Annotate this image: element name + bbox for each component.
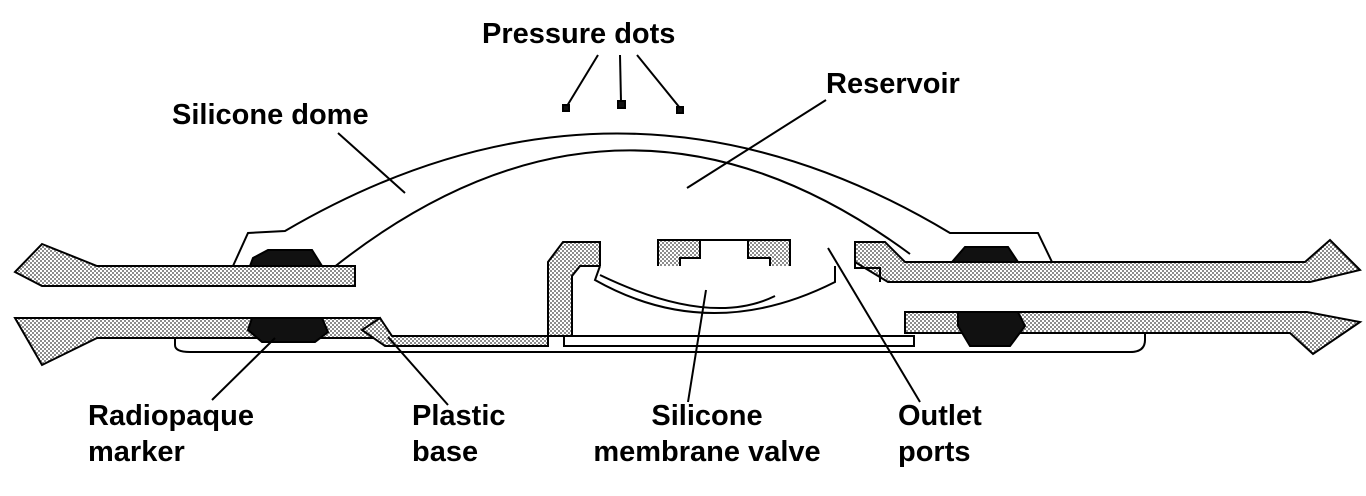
silicone-membrane	[593, 265, 836, 314]
label-radiopaque-marker: Radiopaque marker	[88, 398, 254, 470]
leader-radiopaque-marker	[211, 337, 276, 401]
radiopaque-marker-upper-right	[949, 246, 1020, 263]
leader-pressure-dot-center	[619, 54, 622, 103]
label-plastic-base-line-1: Plastic	[412, 400, 506, 432]
radiopaque-marker-lower-right	[957, 311, 1027, 347]
pressure-dot-center	[617, 100, 626, 109]
label-silicone-dome-text: Silicone dome	[172, 99, 369, 131]
radiopaque-marker-upper-left	[248, 249, 324, 267]
plastic-base-floor	[360, 316, 549, 347]
silicone-dome-outer	[232, 132, 1053, 267]
radiopaque-marker-lower-left	[246, 317, 330, 343]
label-radiopaque-line-1: Radiopaque	[88, 400, 254, 432]
label-plastic-base-line-2: base	[412, 436, 479, 468]
label-silicone-dome: Silicone dome	[172, 97, 369, 133]
label-membrane-line-2: membrane valve	[593, 436, 821, 468]
valve-floor-plate	[563, 335, 915, 347]
leader-membrane-valve	[687, 289, 707, 403]
leader-pressure-dot-left	[566, 54, 599, 107]
label-silicone-membrane-valve: Silicone membrane valve	[578, 398, 836, 470]
leader-pressure-dot-right	[636, 54, 681, 109]
label-membrane-line-1: Silicone	[651, 400, 763, 432]
leader-plastic-base	[387, 336, 449, 406]
label-outlet-line-2: ports	[898, 436, 971, 468]
label-pressure-dots: Pressure dots	[482, 16, 675, 52]
label-outlet-line-1: Outlet	[898, 400, 982, 432]
valve-housing-right	[854, 242, 881, 282]
label-radiopaque-line-2: marker	[88, 436, 185, 468]
label-reservoir-text: Reservoir	[826, 68, 960, 100]
right-catheter-top-wall	[854, 238, 1362, 283]
leader-reservoir	[686, 99, 827, 189]
label-outlet-ports: Outlet ports	[898, 398, 982, 470]
label-pressure-dots-text: Pressure dots	[482, 18, 676, 50]
silicone-membrane-inner	[599, 274, 776, 310]
label-reservoir: Reservoir	[826, 66, 960, 102]
leader-silicone-dome	[337, 132, 406, 194]
leader-outlet-ports	[827, 247, 921, 403]
silicone-dome-inner	[332, 149, 911, 269]
left-catheter-top-wall	[13, 242, 356, 287]
label-plastic-base: Plastic base	[412, 398, 506, 470]
pressure-dot-left	[562, 104, 570, 112]
